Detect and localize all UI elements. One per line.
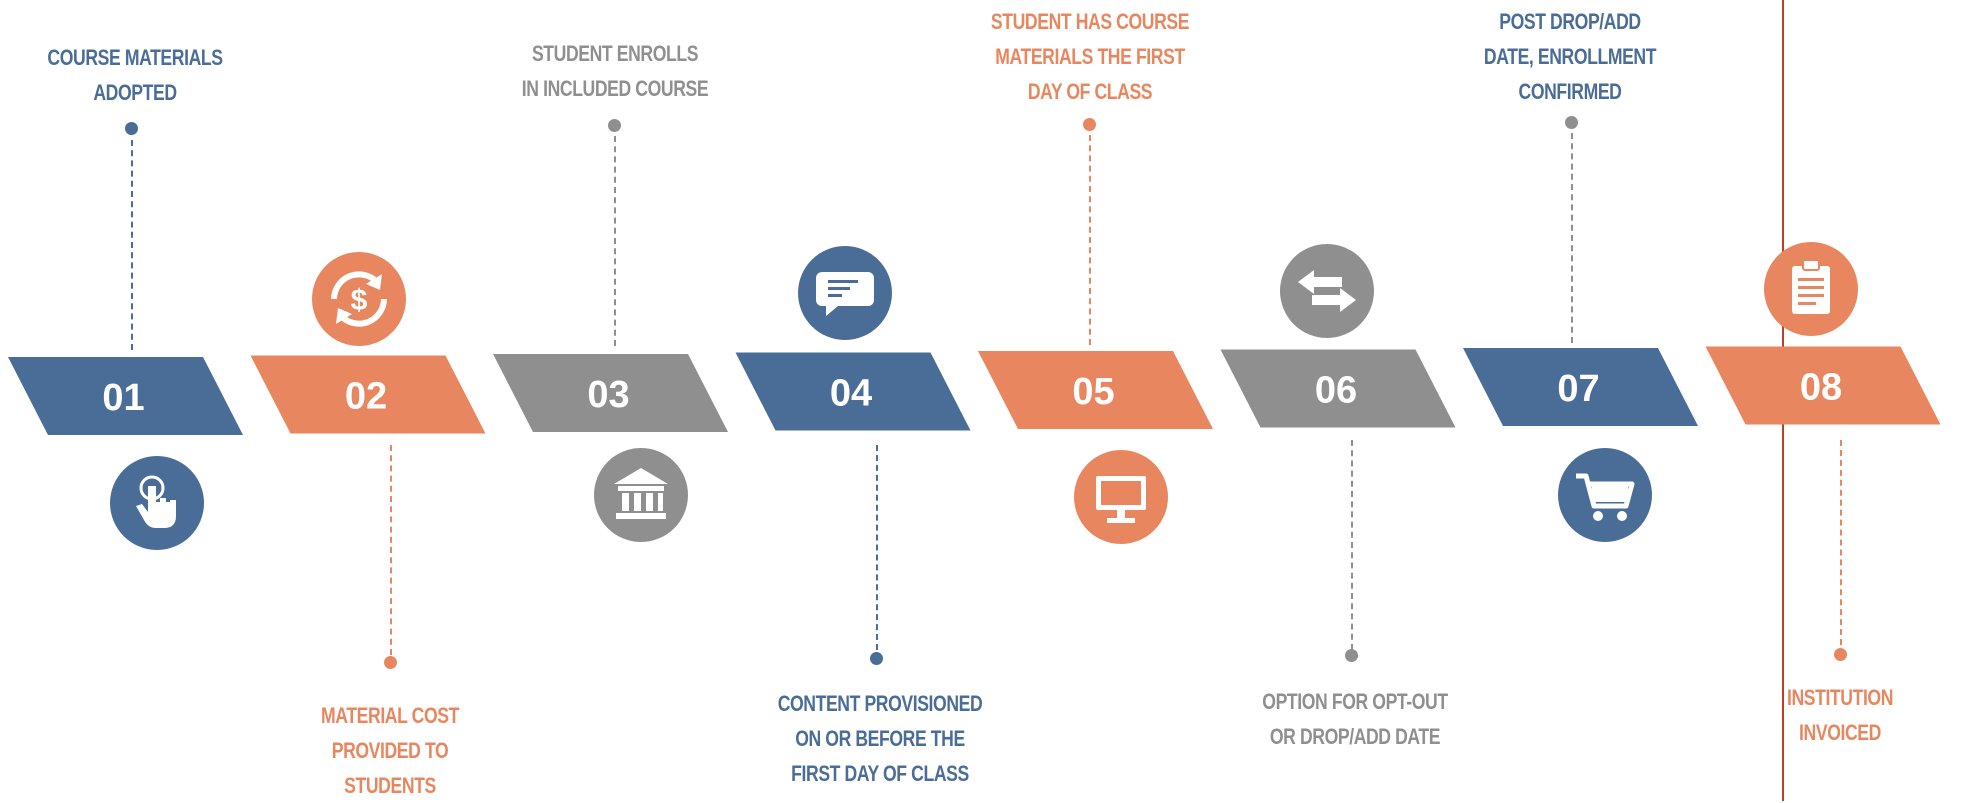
step-05-icon-circle [1074,450,1168,544]
step-07-label: POST DROP/ADD DATE, ENROLLMENT CONFIRMED [1483,9,1657,104]
step-03-icon-circle [594,448,688,542]
chat-bubble-icon [816,272,874,316]
step-04-number: 04 [830,373,872,415]
step-08-shape [1705,346,1941,425]
step-05-connector [1089,135,1091,345]
step-08-icon-circle [1764,242,1858,336]
step-02-shape [250,355,486,434]
step-07-icon-circle [1558,448,1652,542]
step-05-number: 05 [1072,371,1114,413]
step-02-connector [390,445,392,655]
step-06-number: 06 [1315,370,1357,412]
shopping-cart-icon [1576,473,1635,521]
step-03-dot [608,119,621,132]
step-06-connector [1351,440,1353,650]
step-07-connector [1571,133,1573,343]
step-08-label: INSTITUTION INVOICED [1786,685,1894,745]
step-03-number: 03 [587,374,629,416]
step-02-dot [384,656,397,669]
step-04-connector [876,445,878,650]
step-08-number: 08 [1800,367,1842,409]
step-04-dot [870,652,883,665]
step-02-number: 02 [345,376,387,418]
step-06-label: OPTION FOR OPT-OUT OR DROP/ADD DATE [1262,689,1448,749]
step-08-connector [1840,440,1842,645]
institution-icon [614,468,668,519]
step-01-label: COURSE MATERIALS ADOPTED [47,45,223,105]
step-08-dot [1834,648,1847,661]
step-06-dot [1345,649,1358,662]
step-05-shape [978,351,1213,429]
step-05-label: STUDENT HAS COURSE MATERIALS THE FIRST D… [990,9,1190,104]
step-03-shape [493,354,728,432]
step-02-label: MATERIAL COST PROVIDED TO STUDENTS [321,703,459,798]
exchange-arrows-icon [1298,270,1356,312]
step-03-connector [614,136,616,346]
dollar-refresh-icon: $ [331,271,387,327]
step-07-shape [1463,348,1698,426]
step-07-number: 07 [1557,368,1599,410]
step-01-number: 01 [102,377,144,419]
step-02-icon-circle: $ [312,252,406,346]
clipboard-icon [1792,259,1830,314]
step-06-icon-circle [1280,244,1374,338]
step-04-shape [735,352,971,431]
svg-text:$: $ [351,284,368,317]
monitor-icon [1096,476,1146,523]
step-01-shape [8,357,243,435]
step-01-connector [131,140,133,350]
step-01-dot [125,122,138,135]
hand-pointer-icon [136,475,176,528]
step-04-label: CONTENT PROVISIONED ON OR BEFORE THE FIR… [777,691,983,786]
step-05-dot [1083,118,1096,131]
step-06-shape [1220,349,1456,428]
step-03-label: STUDENT ENROLLS IN INCLUDED COURSE [521,41,709,101]
step-07-dot [1565,116,1578,129]
step-01-icon-circle [110,456,204,550]
step-04-icon-circle [798,246,892,340]
